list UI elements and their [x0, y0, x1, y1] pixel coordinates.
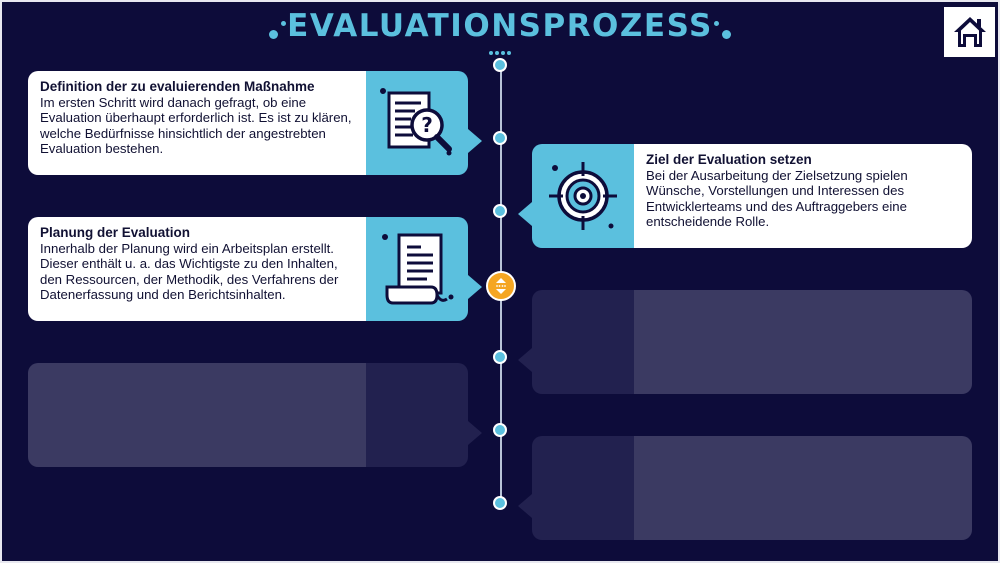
timeline-node-current[interactable]: [486, 271, 516, 301]
step-card-3[interactable]: Planung der Evaluation Innerhalb der Pla…: [28, 217, 482, 321]
title-area: EVALUATIONSPROZESS: [0, 8, 1000, 44]
timeline-node-5[interactable]: [493, 350, 507, 364]
step-1-body: Im ersten Schritt wird danach gefragt, o…: [40, 94, 352, 157]
step-card-6-placeholder[interactable]: [518, 436, 972, 540]
step-card-3-text: Planung der Evaluation Innerhalb der Pla…: [28, 217, 366, 321]
timeline-node-2[interactable]: [493, 131, 507, 145]
timeline-node-3[interactable]: [493, 204, 507, 218]
expand-arrows-icon: [496, 278, 506, 294]
step-card-2-text: Ziel der Evaluation setzen Bei der Ausar…: [634, 144, 972, 248]
target-icon: [549, 162, 617, 230]
step-card-5-placeholder[interactable]: [28, 363, 482, 467]
timeline-node-6[interactable]: [493, 423, 507, 437]
step-card-1-iconbox: ?: [366, 71, 482, 175]
home-button[interactable]: [944, 7, 995, 57]
step-1-heading: Definition der zu evaluierenden Maßnahme: [40, 79, 315, 94]
step-card-4-text: [634, 290, 972, 394]
step-2-heading: Ziel der Evaluation setzen: [646, 152, 812, 167]
step-card-6-text: [634, 436, 972, 540]
step-card-5-iconbox: [366, 363, 482, 467]
title-dot-right: [721, 30, 731, 39]
step-3-body: Innerhalb der Planung wird ein Arbeitspl…: [40, 240, 339, 303]
step-card-4-placeholder[interactable]: [518, 290, 972, 394]
title-dot-right-small: [713, 21, 719, 26]
title-underline-dots: [488, 42, 512, 60]
timeline-node-7[interactable]: [493, 496, 507, 510]
step-card-2-iconbox: [518, 144, 634, 248]
document-search-icon: ?: [380, 88, 452, 156]
home-icon: [953, 17, 986, 47]
scroll-document-icon: [382, 233, 454, 305]
step-3-heading: Planung der Evaluation: [40, 225, 191, 240]
svg-text:?: ?: [421, 113, 433, 137]
step-card-6-iconbox: [518, 436, 634, 540]
timeline-node-1[interactable]: [493, 58, 507, 72]
title-dot-left-small: [281, 21, 287, 26]
step-card-1[interactable]: Definition der zu evaluierenden Maßnahme…: [28, 71, 482, 175]
title-text: EVALUATIONSPROZESS: [287, 8, 713, 44]
step-card-3-iconbox: [366, 217, 482, 321]
step-card-5-text: [28, 363, 366, 467]
step-2-body: Bei der Ausarbeitung der Zielsetzung spi…: [646, 167, 908, 230]
step-card-4-iconbox: [518, 290, 634, 394]
page-title: EVALUATIONSPROZESS: [269, 8, 731, 44]
step-card-1-text: Definition der zu evaluierenden Maßnahme…: [28, 71, 366, 175]
title-dot-left: [269, 30, 279, 39]
step-card-2[interactable]: Ziel der Evaluation setzen Bei der Ausar…: [518, 144, 972, 248]
